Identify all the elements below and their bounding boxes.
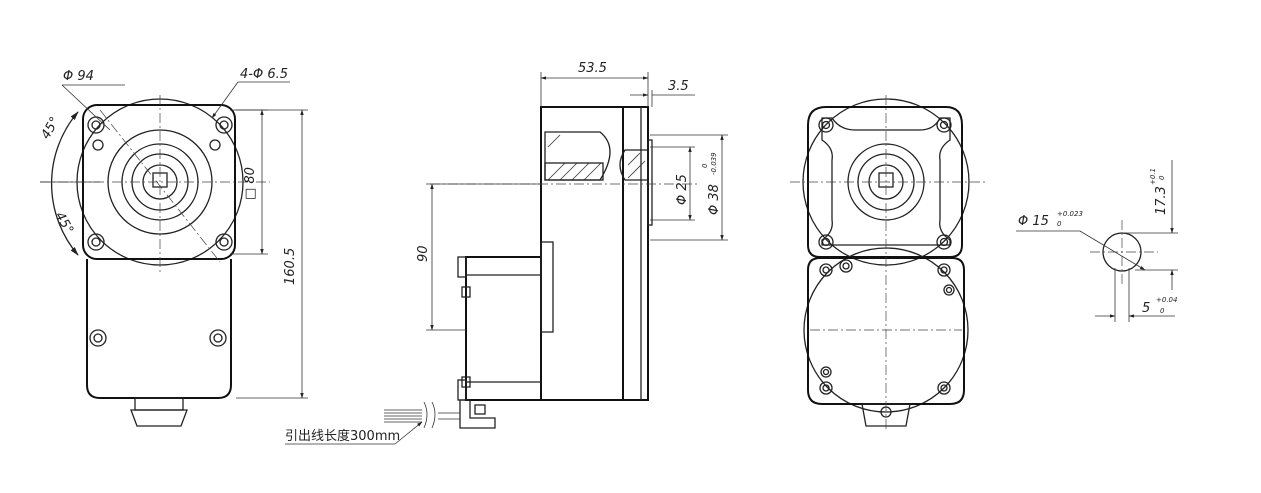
- rear-connector: [861, 403, 911, 427]
- height-label: 160.5: [283, 248, 298, 285]
- rear-square-plate: [807, 106, 963, 258]
- shaft-detail-dia-tol-lower: 0: [1057, 220, 1062, 228]
- flange-dia-label: Φ 94: [63, 69, 94, 84]
- side-view: 引出线长度300mm 53.5 3.5 Φ 25 Φ 38 0 -0.039 9…: [285, 61, 728, 445]
- hatch-pattern: [547, 134, 646, 181]
- pilot: [647, 139, 653, 226]
- diagonal-line: [99, 109, 221, 263]
- pilot-tol-upper: 0: [701, 163, 709, 168]
- lead-wires: [384, 401, 460, 429]
- motor-flange: [540, 241, 554, 333]
- shaft-detail-dia-tol-upper: +0.023: [1057, 210, 1083, 218]
- angle-arc: [50, 111, 79, 256]
- key-width-tol-lower: 0: [1160, 307, 1165, 315]
- connector-top: [134, 397, 184, 411]
- rear-bolt-hole: [818, 117, 952, 250]
- key-height-tol-lower: 0: [1158, 175, 1166, 180]
- square-label: □ 80: [243, 167, 258, 200]
- shoulder-label: 3.5: [668, 79, 689, 94]
- shaft-bearing: [619, 149, 649, 181]
- shaft-detail: Φ 15 +0.023 0 17.3 +0.1 0 5 +0.04 0: [1016, 160, 1178, 322]
- connector-plug: [130, 409, 188, 427]
- length-label: 53.5: [578, 61, 607, 76]
- motor-end-plate: [807, 257, 965, 405]
- key-width-label: 5: [1142, 301, 1150, 316]
- gearbox-body: [86, 259, 232, 399]
- pilot-tol-lower: -0.039: [710, 152, 718, 175]
- shaft-dia-label: Φ 25: [675, 174, 690, 205]
- motor-body: [465, 256, 542, 401]
- lead-connector: [459, 399, 496, 429]
- shaft-detail-leader: [1079, 230, 1146, 271]
- key-height-tol-upper: +0.1: [1149, 168, 1157, 185]
- key-height-label: 17.3: [1154, 186, 1169, 215]
- center-height-label: 90: [416, 245, 431, 262]
- angle-top-label: 45°: [38, 115, 63, 142]
- lead-length-note: 引出线长度300mm: [285, 428, 400, 444]
- key-width-tol-upper: +0.04: [1156, 296, 1177, 304]
- motor-bolt-hole: [819, 259, 955, 395]
- gearbox-cover: [622, 106, 649, 401]
- bolt-holes-label: 4-Φ 6.5: [240, 67, 288, 82]
- shaft-detail-dia-label: Φ 15: [1018, 214, 1049, 229]
- pilot-dia-label: Φ 38: [707, 184, 722, 215]
- front-view: Φ 94 4-Φ 6.5 45° 45° □ 80 160.5: [38, 67, 308, 427]
- rear-view: [790, 95, 985, 430]
